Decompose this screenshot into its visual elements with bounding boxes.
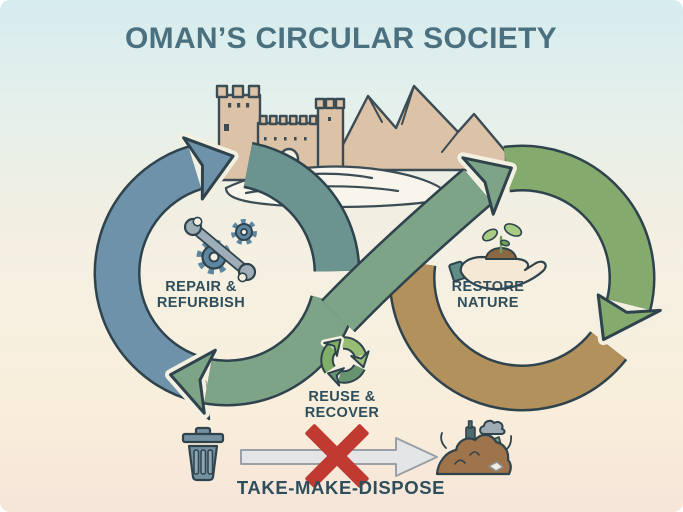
gear-wrench-icon: [183, 216, 257, 283]
hand-seedling-icon: [448, 223, 547, 291]
recycle-arrows-icon: [320, 336, 373, 390]
label-repair-refurbish: REPAIR & REFURBISH: [157, 279, 245, 311]
blue-cycle-arrow: [93, 132, 239, 421]
olive-cycle-arrow: [503, 144, 666, 346]
label-line: REPAIR &: [165, 279, 237, 295]
label-line: NATURE: [457, 295, 519, 312]
label-line: RECOVER: [304, 405, 380, 422]
label-line: REUSE &: [308, 389, 376, 405]
label-restore-nature: RESTORE NATURE: [452, 279, 525, 311]
label-line: RESTORE: [451, 279, 525, 295]
sage-return-arrow: [165, 294, 356, 419]
label-line: REFURBISH: [156, 295, 246, 312]
teal-cycle-arrow: [242, 141, 361, 273]
gold-cycle-arrow: [388, 259, 628, 412]
label-take-make-dispose: TAKE-MAKE-DISPOSE: [236, 477, 446, 498]
label-reuse-recover: REUSE & RECOVER: [305, 389, 380, 421]
waste-pile-icon: [435, 419, 512, 476]
red-x-icon: [305, 424, 369, 488]
trash-can-icon: [181, 426, 225, 482]
sage-crossing-arrow: [321, 152, 517, 333]
page-title: OMAN’S CIRCULAR SOCIETY: [125, 22, 557, 55]
